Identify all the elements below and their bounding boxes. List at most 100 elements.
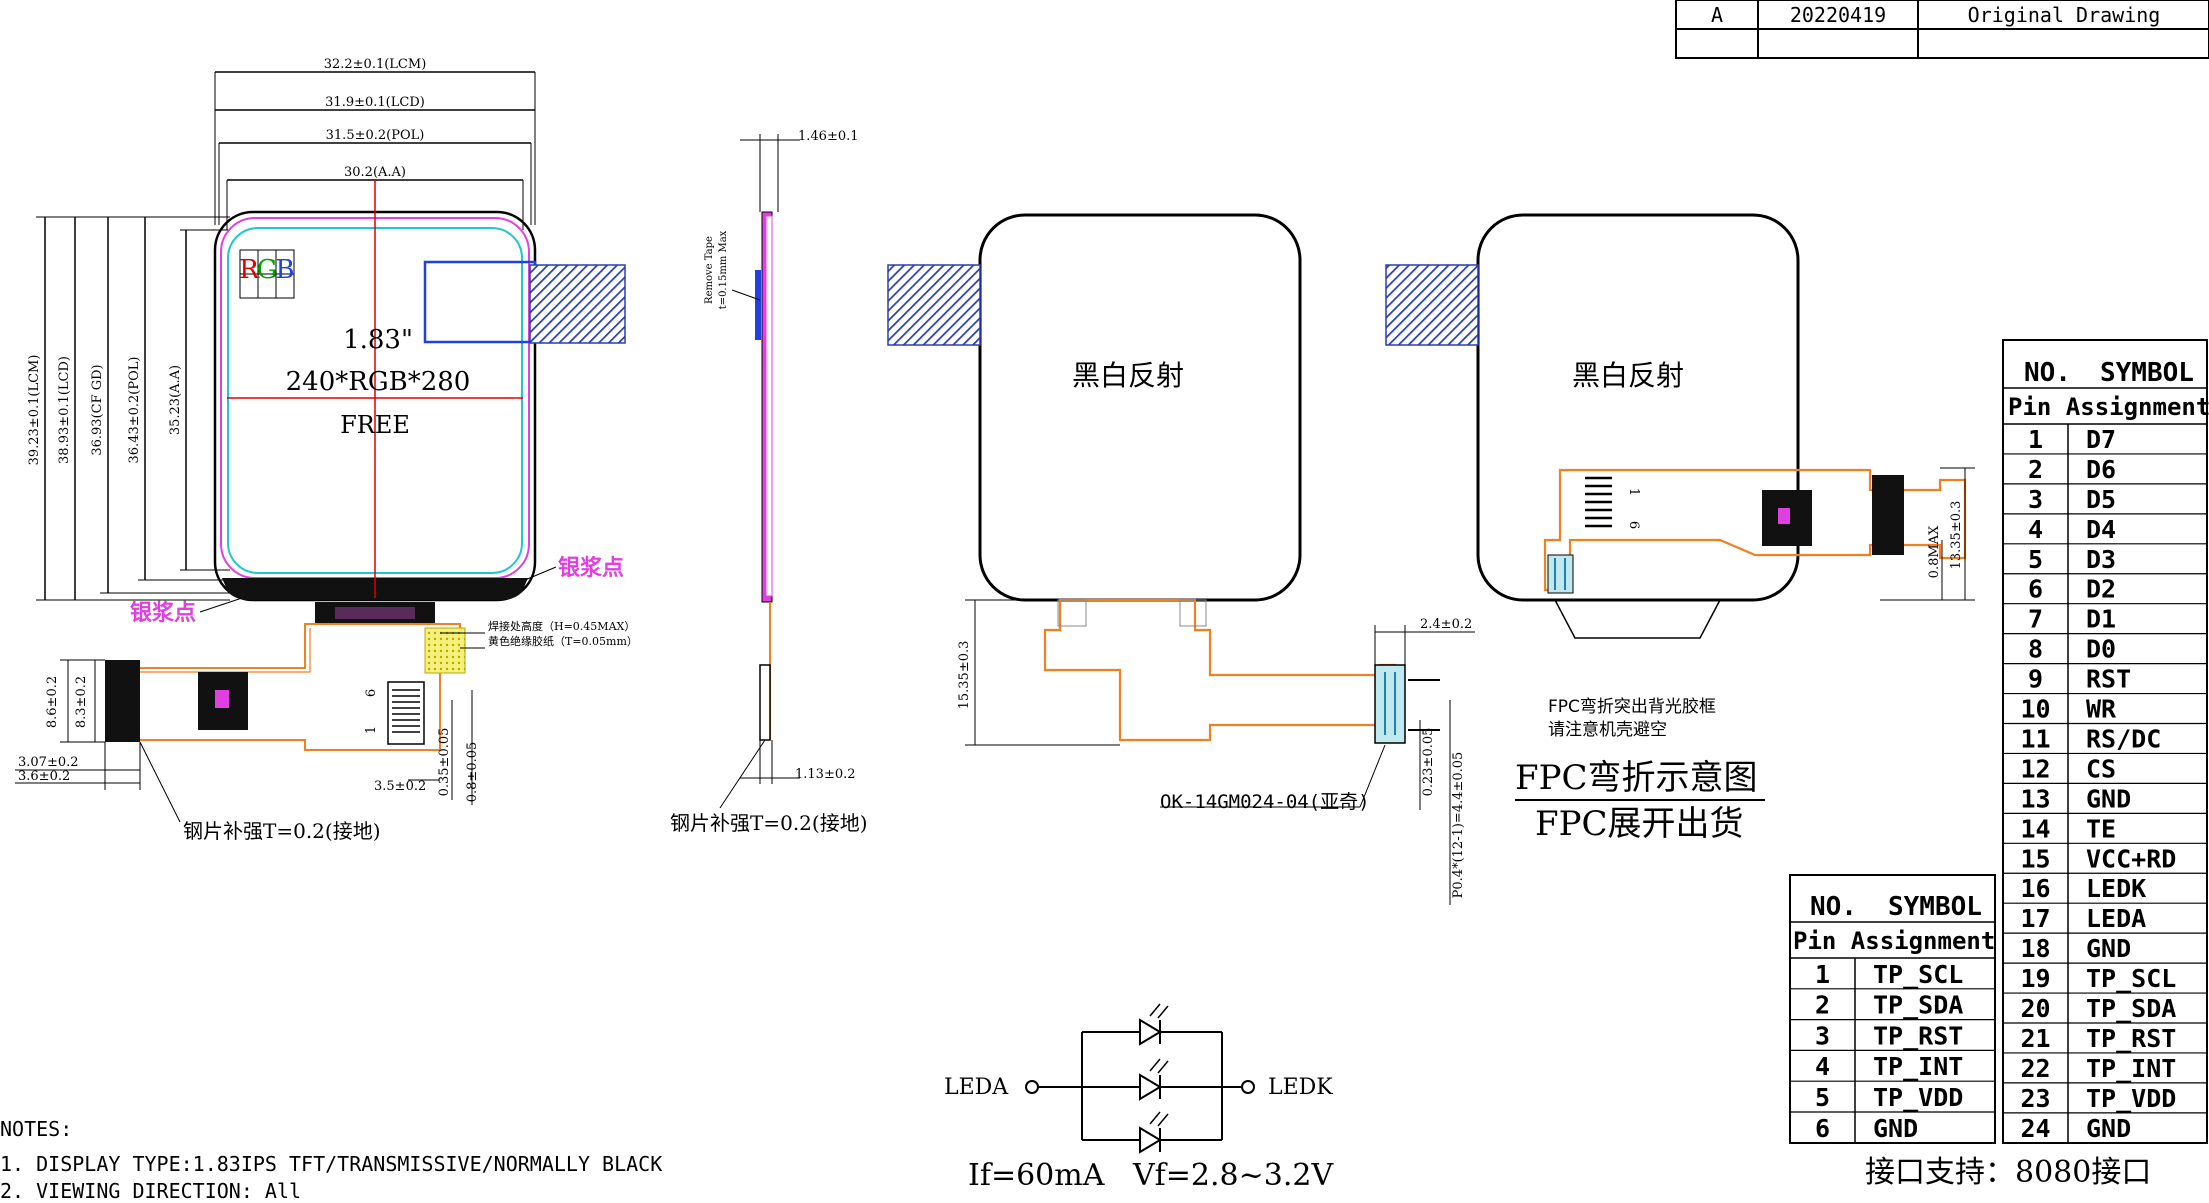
main-header-no: NO. bbox=[2024, 358, 2071, 388]
main-pin-symbol: GND bbox=[2086, 1114, 2131, 1143]
dim-8-6: 8.6±0.2 bbox=[45, 676, 60, 728]
panel-size: 1.83" bbox=[343, 325, 413, 355]
fpc-hatch-unfold bbox=[887, 264, 981, 346]
led-spec: If=60mA Vf=2.8~3.2V bbox=[968, 1158, 1334, 1193]
dim-15-35: 15.35±0.3 bbox=[957, 641, 972, 710]
main-pin-symbol: TP_RST bbox=[2086, 1024, 2176, 1053]
led-diode-1 bbox=[1082, 1003, 1222, 1046]
connector-unfold bbox=[1374, 664, 1406, 744]
tp-pin-symbol: TP_RST bbox=[1873, 1021, 1963, 1050]
fpc-pin-6-label: 6 bbox=[364, 689, 379, 697]
dim-3-5: 3.5±0.2 bbox=[374, 779, 426, 794]
main-pin-number: 22 bbox=[2020, 1054, 2050, 1083]
fold-note-2: 请注意机壳避空 bbox=[1548, 720, 1667, 740]
main-pin-symbol: GND bbox=[2086, 784, 2131, 813]
main-pin-symbol: WR bbox=[2086, 695, 2117, 724]
main-pin-symbol: D3 bbox=[2086, 545, 2116, 574]
main-pin-number: 17 bbox=[2020, 904, 2050, 933]
main-pin-symbol: D4 bbox=[2086, 515, 2116, 544]
revision-block: A 20220419 Original Drawing bbox=[1675, 0, 2209, 59]
dim-lcm-height: 39.23±0.1(LCM) bbox=[27, 355, 42, 466]
fold-view: 黑白反射 1 6 0.8MAX 13.35±0.3 FPC弯折突出背光胶框 请注… bbox=[1385, 213, 1975, 844]
remove-tape-thickness: t=0.15mm Max bbox=[718, 230, 729, 309]
fold-panel bbox=[1476, 213, 1800, 602]
revision-desc: Original Drawing bbox=[1968, 3, 2161, 27]
main-pin-symbol: RST bbox=[2086, 665, 2131, 694]
tp-header-pin: Pin Assignment bbox=[1793, 927, 1995, 955]
rgb-r: R bbox=[239, 255, 260, 285]
unfold-panel bbox=[978, 213, 1302, 602]
main-header-symbol: SYMBOL bbox=[2100, 358, 2194, 388]
dim-0-35: 0.35±0.05 bbox=[437, 728, 452, 797]
tp-pin-number: 4 bbox=[1815, 1052, 1830, 1081]
main-pin-number: 12 bbox=[2020, 754, 2050, 783]
notes-title: NOTES: bbox=[0, 1117, 72, 1141]
main-pin-symbol: TP_VDD bbox=[2086, 1084, 2176, 1113]
main-pin-symbol: GND bbox=[2086, 934, 2131, 963]
main-pin-symbol: D1 bbox=[2086, 605, 2116, 634]
dim-pol-height: 36.43±0.2(POL) bbox=[127, 357, 142, 464]
dim-aa-height: 35.23(A.A) bbox=[168, 365, 183, 435]
revision-date: 20220419 bbox=[1790, 3, 1886, 27]
main-pin-number: 18 bbox=[2020, 934, 2050, 963]
side-dim-bottom: 1.13±0.2 bbox=[795, 767, 856, 782]
main-pin-number: 21 bbox=[2020, 1024, 2050, 1053]
side-dim-top: 1.46±0.1 bbox=[798, 129, 859, 144]
insulation-tape bbox=[424, 627, 466, 674]
dim-0-8max: 0.8MAX bbox=[1927, 525, 1942, 578]
tp-header-no: NO. bbox=[1810, 892, 1857, 922]
main-pin-number: 13 bbox=[2020, 784, 2050, 813]
main-pin-symbol: D7 bbox=[2086, 425, 2116, 454]
main-pin-number: 9 bbox=[2028, 665, 2043, 694]
steel-stiffener-note-front: 钢片补强T=0.2(接地) bbox=[183, 819, 381, 843]
tp-pin-symbol: TP_VDD bbox=[1873, 1083, 1963, 1112]
dim-pol-width: 31.5±0.2(POL) bbox=[326, 128, 425, 143]
main-pin-symbol: D2 bbox=[2086, 575, 2116, 604]
main-pin-number: 3 bbox=[2028, 485, 2043, 514]
rgb-g: G bbox=[257, 255, 278, 285]
connector-model: OK-14GM024-04(亚奇) bbox=[1160, 791, 1370, 813]
tp-pin-symbol: TP_SCL bbox=[1873, 960, 1963, 989]
main-pin-number: 8 bbox=[2028, 635, 2043, 664]
fold-title-2: FPC展开出货 bbox=[1535, 804, 1743, 844]
insulation-tape-note: 黄色绝缘胶纸（T=0.05mm） bbox=[488, 634, 638, 648]
tp-pin-symbol: TP_INT bbox=[1873, 1052, 1963, 1081]
main-pin-symbol: TP_SDA bbox=[2086, 994, 2176, 1023]
main-pin-symbol: CS bbox=[2086, 754, 2116, 783]
dim-lcm-width: 32.2±0.1(LCM) bbox=[324, 57, 427, 72]
steel-stiffener-note-side: 钢片补强T=0.2(接地) bbox=[670, 811, 868, 835]
fold-title-1: FPC弯折示意图 bbox=[1515, 758, 1757, 798]
fold-note-1: FPC弯折突出背光胶框 bbox=[1548, 697, 1716, 717]
dim-lcd-height: 38.93±0.1(LCD) bbox=[57, 356, 72, 464]
interface-support: 接口支持：8080接口 bbox=[1865, 1155, 2151, 1190]
main-pin-number: 5 bbox=[2028, 545, 2043, 574]
main-pin-symbol: D0 bbox=[2086, 635, 2116, 664]
note-1: 1. DISPLAY TYPE:1.83IPS TFT/TRANSMISSIVE… bbox=[0, 1152, 662, 1176]
tp-pin-number: 6 bbox=[1815, 1114, 1830, 1143]
main-pin-symbol: LEDA bbox=[2086, 904, 2146, 933]
main-pin-number: 14 bbox=[2020, 814, 2050, 843]
main-pin-number: 15 bbox=[2020, 844, 2050, 873]
dim-3-07: 3.07±0.2 bbox=[18, 755, 79, 770]
stiffener-left bbox=[105, 660, 140, 742]
notes: NOTES: 1. DISPLAY TYPE:1.83IPS TFT/TRANS… bbox=[0, 1117, 662, 1203]
main-pin-symbol: TE bbox=[2086, 814, 2116, 843]
ledk-label: LEDK bbox=[1268, 1075, 1333, 1100]
led-circuit: LEDA LEDK If=60mA Vf=2.8~ bbox=[944, 1003, 1334, 1193]
main-pin-number: 11 bbox=[2020, 724, 2050, 753]
fold-pin-1: 1 bbox=[1626, 488, 1641, 496]
fpc-pin-1-label: 1 bbox=[364, 726, 379, 734]
main-pin-number: 10 bbox=[2020, 695, 2050, 724]
tp-pin-symbol: TP_SDA bbox=[1873, 991, 1963, 1020]
main-pin-number: 20 bbox=[2020, 994, 2050, 1023]
main-pin-symbol: RS/DC bbox=[2086, 724, 2161, 753]
main-pin-symbol: TP_INT bbox=[2086, 1054, 2176, 1083]
leda-label: LEDA bbox=[944, 1075, 1009, 1100]
dim-aa-width: 30.2(A.A) bbox=[344, 165, 406, 180]
fold-label: 黑白反射 bbox=[1572, 359, 1684, 392]
panel-resolution: 240*RGB*280 bbox=[286, 367, 471, 397]
main-pin-number: 23 bbox=[2020, 1084, 2050, 1113]
